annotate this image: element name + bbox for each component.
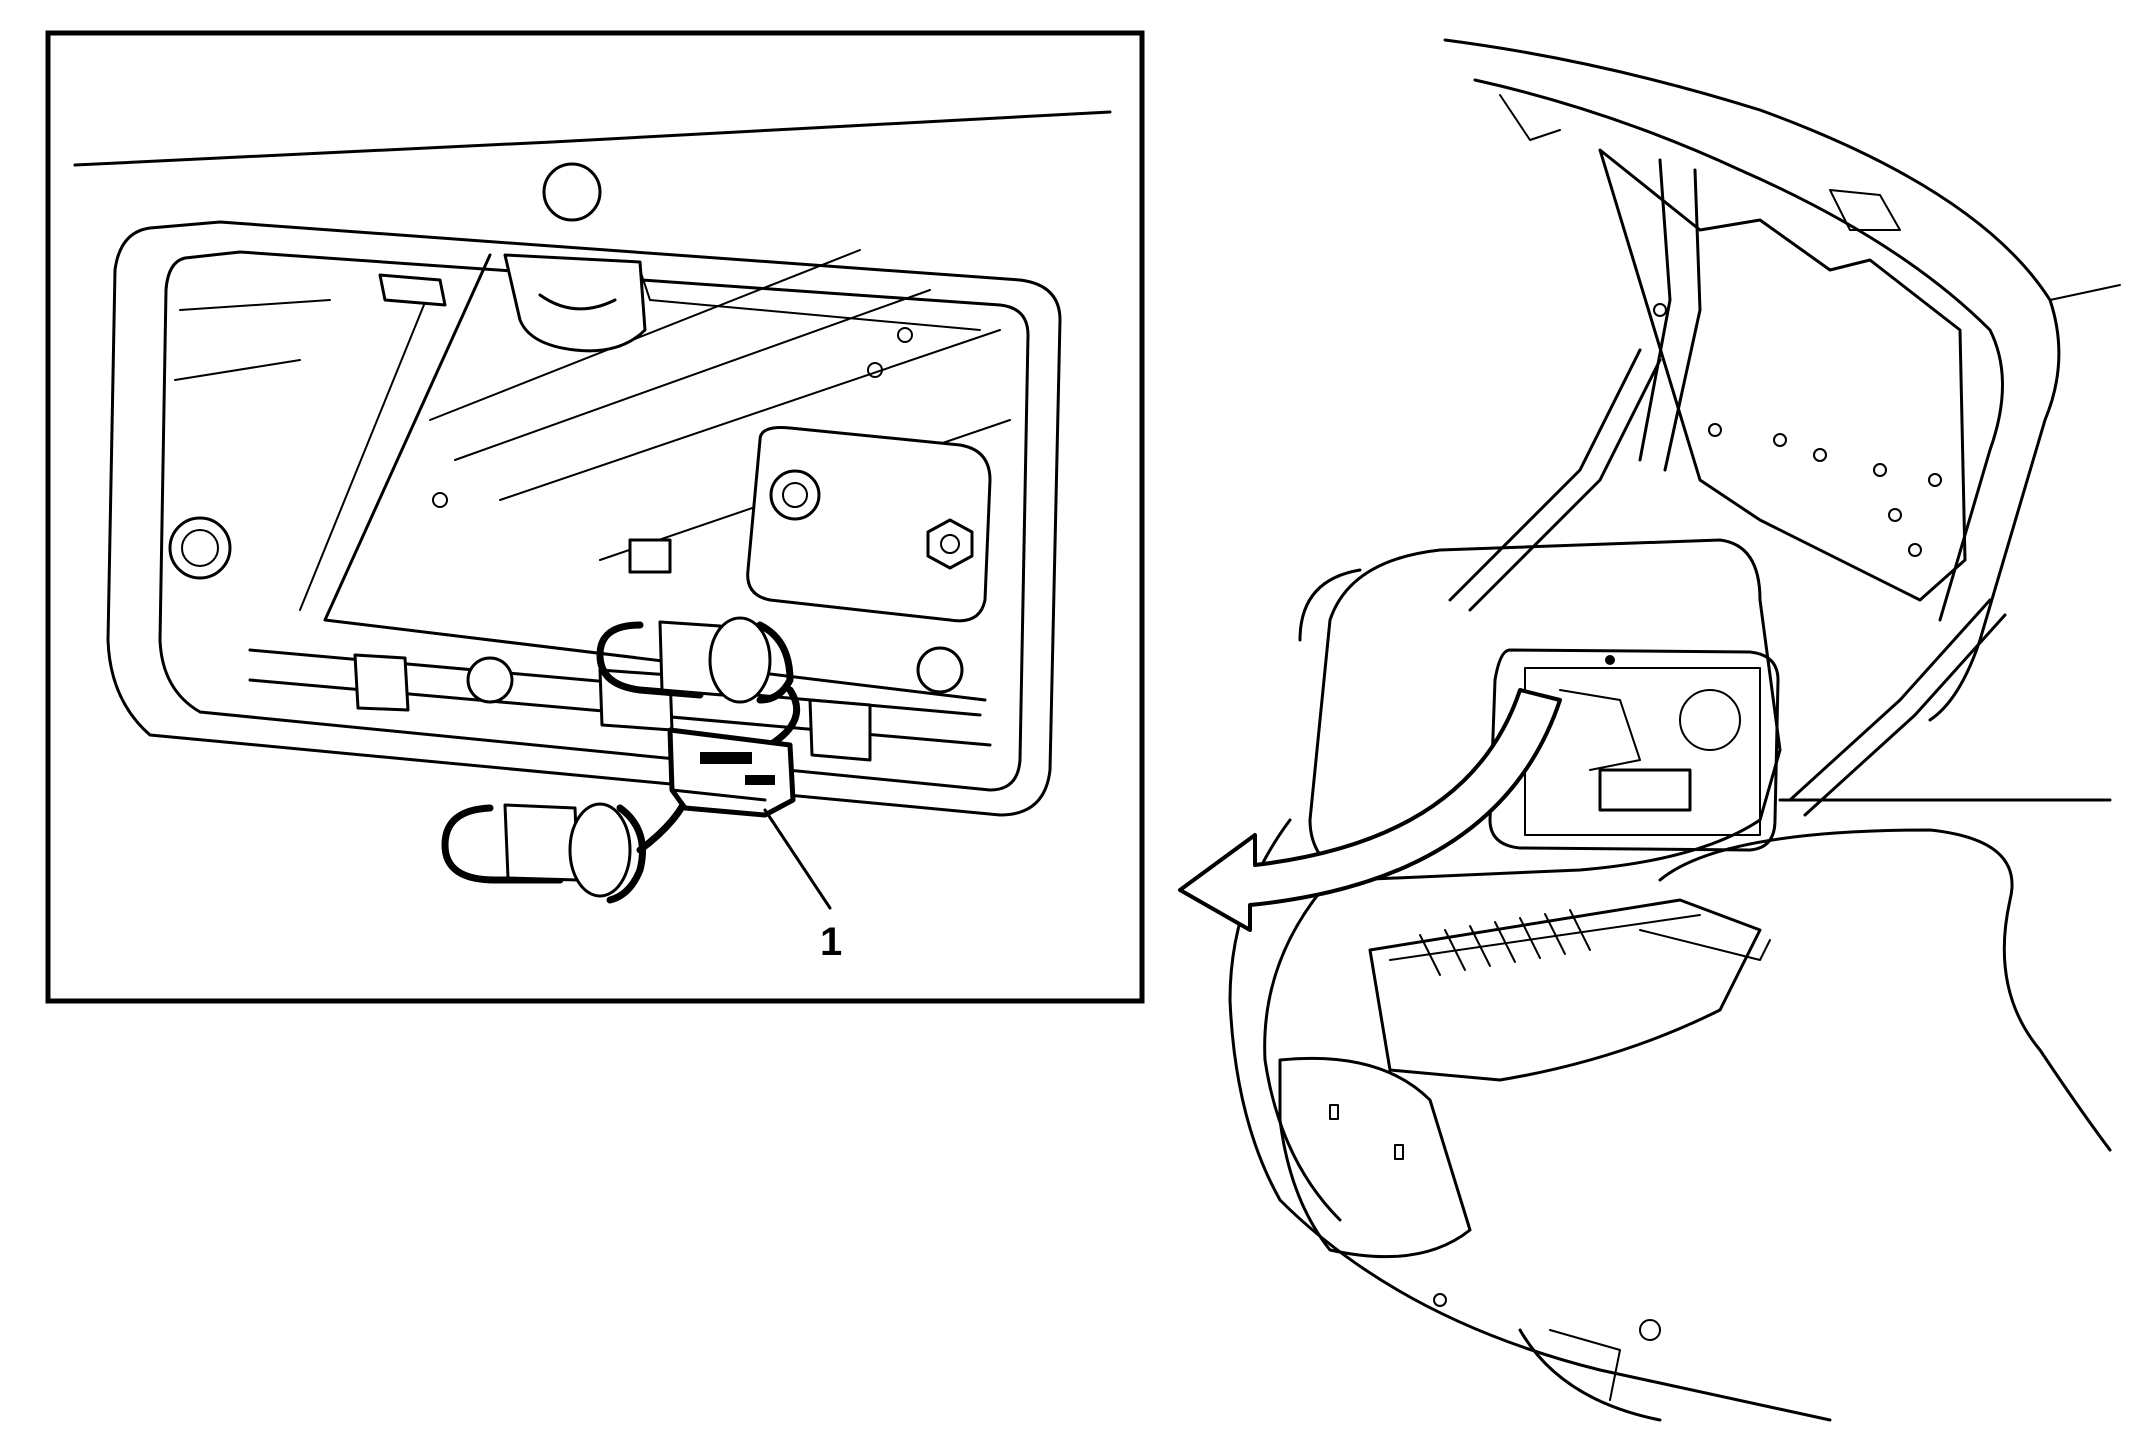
right-hinge-strut	[1788, 598, 1992, 802]
trunk-lid-inner	[1473, 78, 2004, 622]
quarter-panel	[1658, 828, 2112, 1152]
hinge-stud	[769, 469, 821, 521]
left-grommet	[168, 516, 232, 580]
pocket-inner-frame	[158, 250, 1030, 792]
lower-bulb-socket	[441, 802, 646, 904]
vehicle-rear-view	[1178, 38, 2121, 1422]
pocket-outer-frame	[106, 220, 1062, 817]
lid-top-edge	[73, 110, 1112, 167]
stud-upper-left	[378, 273, 447, 307]
upper-bulb-socket	[596, 616, 794, 704]
rear-bumper	[1228, 818, 1832, 1422]
rail-fitting-5	[808, 698, 872, 762]
small-tab	[628, 538, 672, 574]
rear-pocket-inner	[1524, 667, 1761, 836]
rail-fitting-1	[353, 653, 410, 712]
rail-fitting-4	[916, 646, 964, 694]
callout-label-1: 1	[820, 920, 842, 964]
interior-panel-edge	[299, 289, 431, 611]
emblem-hole	[542, 162, 602, 222]
hex-nut	[926, 518, 974, 570]
rear-pocket-outer	[1488, 648, 1780, 852]
detail-inset: 1	[45, 30, 1145, 1004]
trunk-lid-outer	[1443, 38, 2061, 722]
upper-bracket	[503, 253, 647, 353]
direction-arrow	[1178, 688, 1562, 932]
lid-liner	[1598, 148, 1967, 602]
rail-fitting-2	[466, 656, 514, 704]
left-hinge-strut	[1448, 348, 1642, 602]
sill-plate	[1368, 898, 1762, 1082]
callout-leader-1	[763, 808, 832, 910]
tail-lamp	[1278, 1056, 1472, 1259]
electrical-connector	[667, 727, 796, 818]
